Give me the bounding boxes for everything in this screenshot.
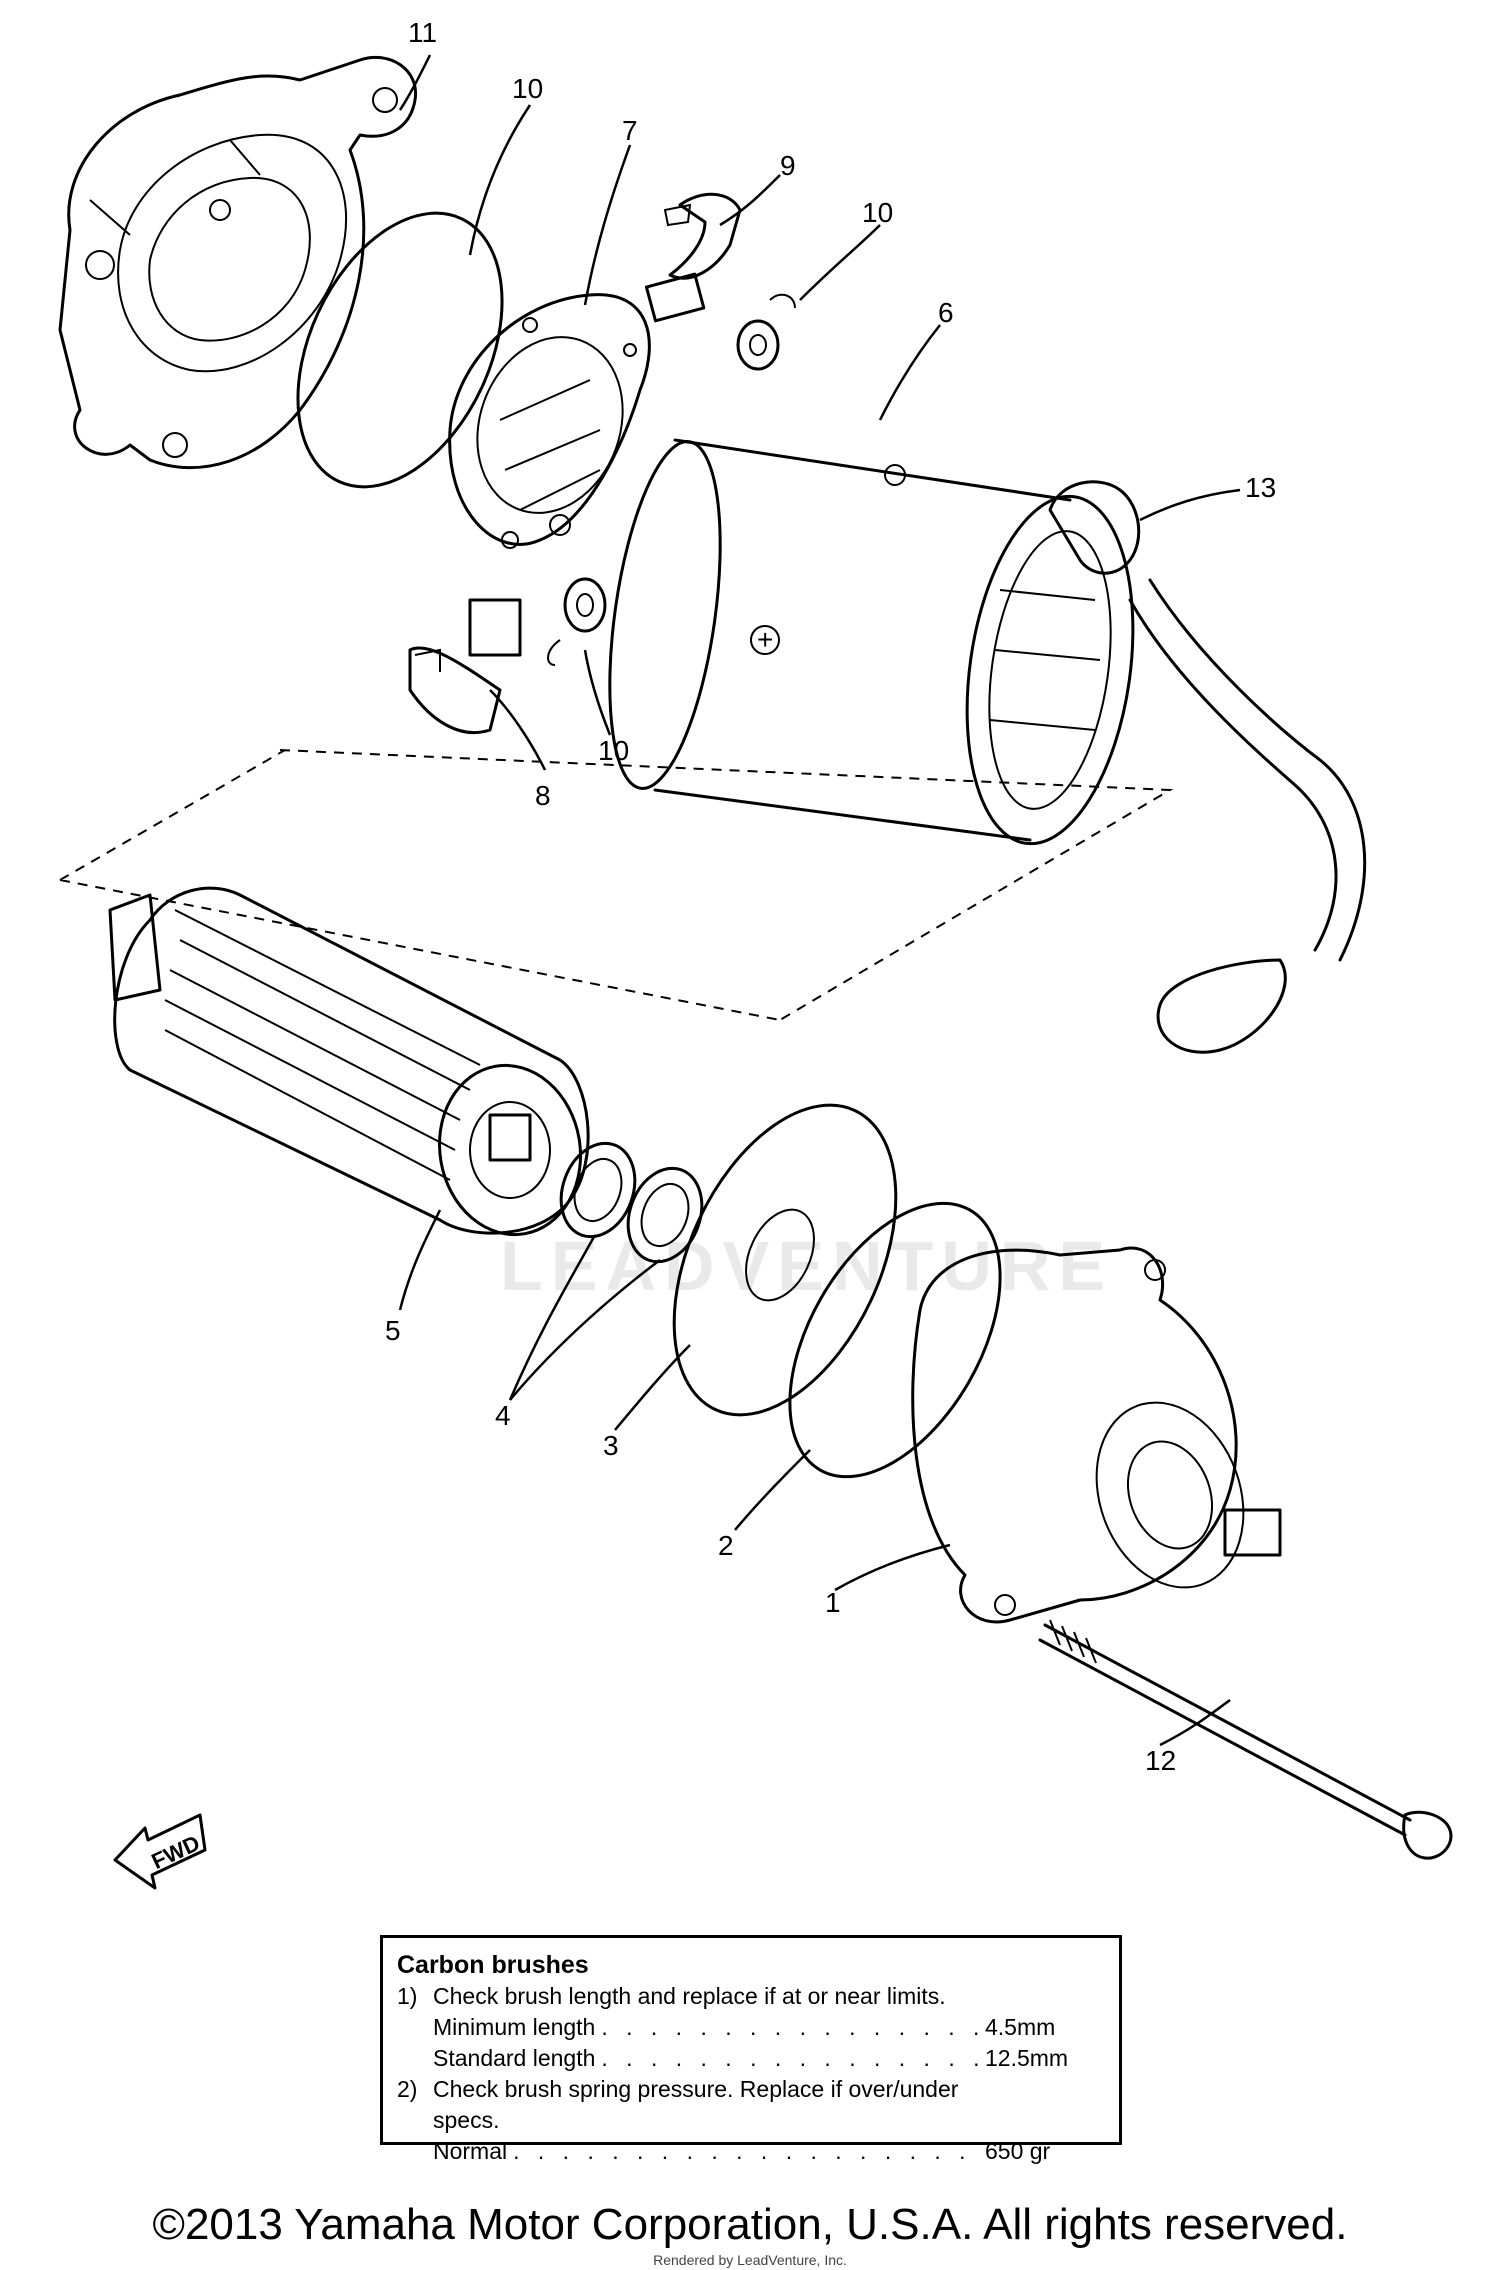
part-8-brush-holder-lower bbox=[408, 598, 522, 735]
callout-12: 11 bbox=[408, 17, 437, 48]
assembly-alignment-guide bbox=[59, 749, 1174, 1021]
spec-item-1: 1) Check brush length and replace if at … bbox=[397, 1981, 1105, 2012]
spec-std-length-row: Standard length 12.5mm bbox=[397, 2043, 1105, 2074]
part-3-washer-plate bbox=[672, 1103, 898, 1417]
part-4-shims bbox=[559, 1141, 704, 1264]
watermark-text: LEADVENTURE bbox=[500, 1227, 1113, 1305]
part-5-armature bbox=[108, 886, 590, 1237]
spec-item-1-text: Check brush length and replace if at or … bbox=[433, 1983, 946, 2009]
rendered-by-notice: Rendered by LeadVenture, Inc. bbox=[653, 2252, 847, 2268]
part-10-spring-upper bbox=[736, 293, 796, 371]
part-14-grommet-lead bbox=[1048, 480, 1367, 1054]
spec-min-length-row: Minimum length 4.5mm bbox=[397, 2012, 1105, 2043]
part-12-end-housing bbox=[58, 55, 417, 470]
callout-10-lower: 10 bbox=[598, 735, 629, 766]
callout-11: 10 bbox=[512, 73, 543, 104]
svg-text:+: + bbox=[757, 624, 773, 655]
forward-direction-arrow: FWD bbox=[113, 1813, 207, 1890]
spec-item-1-number: 1) bbox=[397, 1983, 418, 2009]
part-6-yoke-housing: + bbox=[608, 438, 1135, 846]
callout-4: 4 bbox=[495, 1400, 511, 1431]
part-7-brush-plate bbox=[448, 293, 651, 549]
leader-dots bbox=[595, 2012, 985, 2043]
part-13-through-bolt bbox=[1038, 1619, 1453, 1860]
spec-item-2-text: Check brush spring pressure. Replace if … bbox=[433, 2076, 959, 2102]
spec-item-2-continuation: specs. bbox=[433, 2107, 500, 2133]
part-10-spring-lower bbox=[547, 577, 607, 666]
spec-item-2: 2) Check brush spring pressure. Replace … bbox=[397, 2074, 1105, 2105]
callout-8: 8 bbox=[535, 780, 551, 811]
callout-10-upper: 10 bbox=[862, 197, 893, 228]
callout-6: 6 bbox=[938, 297, 954, 328]
callout-14: 13 bbox=[1245, 472, 1276, 503]
spec-std-length-label: Standard length bbox=[433, 2045, 596, 2071]
spec-normal-label: Normal bbox=[433, 2138, 508, 2164]
spec-item-2-number: 2) bbox=[397, 2076, 418, 2102]
callout-7: 7 bbox=[622, 115, 638, 146]
spec-normal-value: 650 gr bbox=[985, 2138, 1051, 2164]
callout-5: 5 bbox=[385, 1315, 401, 1346]
spec-min-length-value: 4.5mm bbox=[985, 2014, 1056, 2040]
part-2-o-ring bbox=[788, 1201, 1002, 1479]
leader-dots bbox=[595, 2043, 985, 2074]
copyright-notice: ©2013 Yamaha Motor Corporation, U.S.A. A… bbox=[152, 2200, 1348, 2249]
part-11-o-ring bbox=[296, 211, 504, 489]
part-9-brush-holder-upper bbox=[644, 192, 742, 323]
callout-2: 2 bbox=[718, 1530, 734, 1561]
spec-normal-row: Normal 650 gr bbox=[397, 2136, 1105, 2167]
callout-labels: 11 10 7 9 10 6 13 10 8 5 4 3 2 1 12 bbox=[385, 17, 1276, 1776]
callout-3: 3 bbox=[603, 1430, 619, 1461]
callout-13: 12 bbox=[1145, 1745, 1176, 1776]
callout-1: 1 bbox=[825, 1587, 841, 1618]
callout-leaders bbox=[398, 54, 1241, 1747]
spec-min-length-label: Minimum length bbox=[433, 2014, 596, 2040]
carbon-brushes-spec-box: Carbon brushes 1) Check brush length and… bbox=[380, 1935, 1122, 2164]
leader-dots bbox=[507, 2136, 985, 2167]
spec-std-length-value: 12.5mm bbox=[985, 2045, 1069, 2071]
spec-box-title: Carbon brushes bbox=[397, 1951, 589, 1979]
callout-9: 9 bbox=[780, 150, 796, 181]
